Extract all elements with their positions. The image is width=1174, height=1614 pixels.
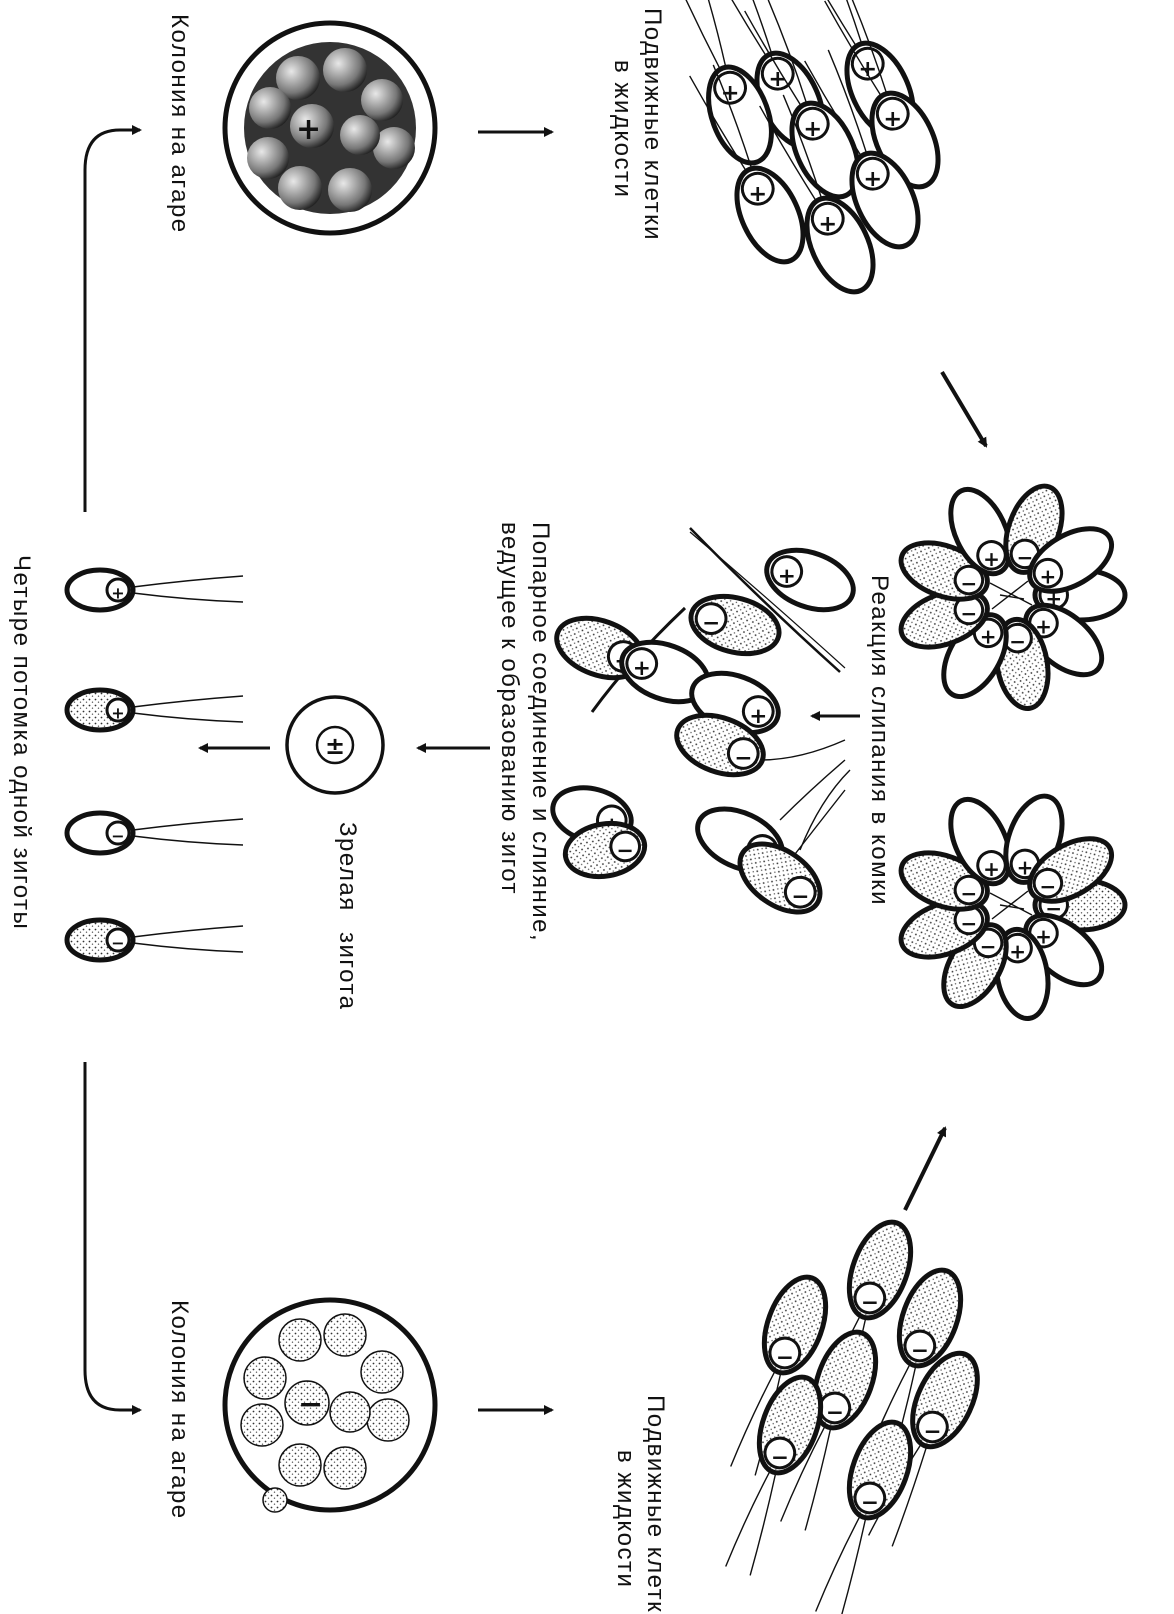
pairing-label-line1: Попарное соединение и слияние, [527,522,554,942]
motile-minus-cells: − − − − − − − [712,1214,991,1614]
svg-text:+: + [983,857,1000,881]
label-colony-bottom: Колония на агаре [166,1300,193,1520]
label-zygote: Зрелая зигота [334,822,361,1011]
svg-text:−: − [1040,875,1057,899]
svg-text:−: − [980,934,997,958]
motile-bottom-label-line2: в жидкости [612,1450,639,1588]
motile-bottom-label-line1: Подвижные клетки [642,1395,669,1614]
colony-minus-sign: − [298,1387,323,1422]
colony-plus: + [225,23,435,233]
svg-text:−: − [771,1445,789,1470]
colony-plus-sign: + [296,112,321,147]
svg-text:−: − [776,1345,794,1370]
svg-text:−: − [961,572,978,596]
svg-text:−: − [961,601,978,625]
svg-text:+: + [749,704,767,729]
offspring-cell: − [67,920,243,960]
clump-cluster-a: ++−+−−+−+ [893,478,1125,712]
svg-text:+: + [111,704,124,723]
svg-text:+: + [721,80,740,106]
svg-text:−: − [861,1290,879,1315]
arrow-offspring-to-colony-bottom [85,1062,140,1410]
motile-plus-cells: ++++++++ [659,0,952,302]
svg-text:−: − [616,839,633,863]
svg-text:+: + [983,547,1000,571]
svg-text:+: + [803,116,822,142]
label-colony-top: Колония на агаре [166,14,193,234]
colony-bottom-label: Колония на агаре [166,1300,193,1520]
svg-text:−: − [791,885,809,910]
colony-top-label: Колония на агаре [166,14,193,234]
svg-text:−: − [961,911,978,935]
svg-text:+: + [1009,940,1026,964]
label-pairing: Попарное соединение и слияние, ведущее к… [496,522,554,942]
svg-text:+: + [863,166,882,192]
offspring-cell: + [67,570,243,610]
svg-text:+: + [858,56,877,82]
zygote-label-line1: Зрелая [334,822,361,912]
svg-text:+: + [883,106,902,132]
svg-text:+: + [111,584,124,603]
svg-text:−: − [826,1400,844,1425]
offspring-cell: − [67,813,243,853]
offspring-cells: + + − − [67,570,243,960]
svg-text:−: − [911,1338,929,1363]
mature-zygote: ± [287,697,383,793]
motile-top-label-line2: в жидкости [609,60,636,198]
clumping-label: Реакция слипания в комки [866,575,893,906]
svg-text:+: + [748,181,767,207]
pairing-cell: + [758,539,861,621]
arrow-plus-to-clumping [942,372,986,446]
svg-text:−: − [923,1419,941,1444]
motile-minus-cell: − [712,1369,833,1580]
pairing-cell: − [685,587,786,662]
svg-text:−: − [734,746,752,771]
clump-cluster-b: −++−−−++− [893,788,1125,1022]
colony-minus: − [225,1300,435,1512]
svg-text:+: + [778,564,796,589]
arrow-minus-to-clumping [905,1128,945,1210]
offspring-label: Четыре потомка одной зиготы [8,555,35,930]
svg-text:+: + [818,211,837,237]
zygote-sign: ± [325,732,345,760]
svg-text:+: + [633,656,651,681]
offspring-cell: + [67,690,243,730]
svg-text:−: − [702,611,720,636]
pairing-cells: +−−++−+−+− [547,528,862,926]
label-offspring: Четыре потомка одной зиготы [8,555,35,930]
svg-text:−: − [111,934,124,953]
pairing-label-line2: ведущее к образованию зигот [496,522,523,895]
svg-text:−: − [961,882,978,906]
arrow-offspring-to-colony-top [85,130,140,512]
label-motile-top: Подвижные клетки в жидкости [609,8,666,241]
label-motile-bottom: Подвижные клетки в жидкости [612,1395,669,1614]
svg-text:+: + [1040,565,1057,589]
zygote-label-line2: зигота [334,932,361,1011]
motile-top-label-line1: Подвижные клетки [639,8,666,241]
svg-text:−: − [111,827,124,846]
svg-text:−: − [861,1490,879,1515]
label-clumping: Реакция слипания в комки [866,575,893,906]
svg-text:−: − [1009,630,1026,654]
svg-text:+: + [980,624,997,648]
